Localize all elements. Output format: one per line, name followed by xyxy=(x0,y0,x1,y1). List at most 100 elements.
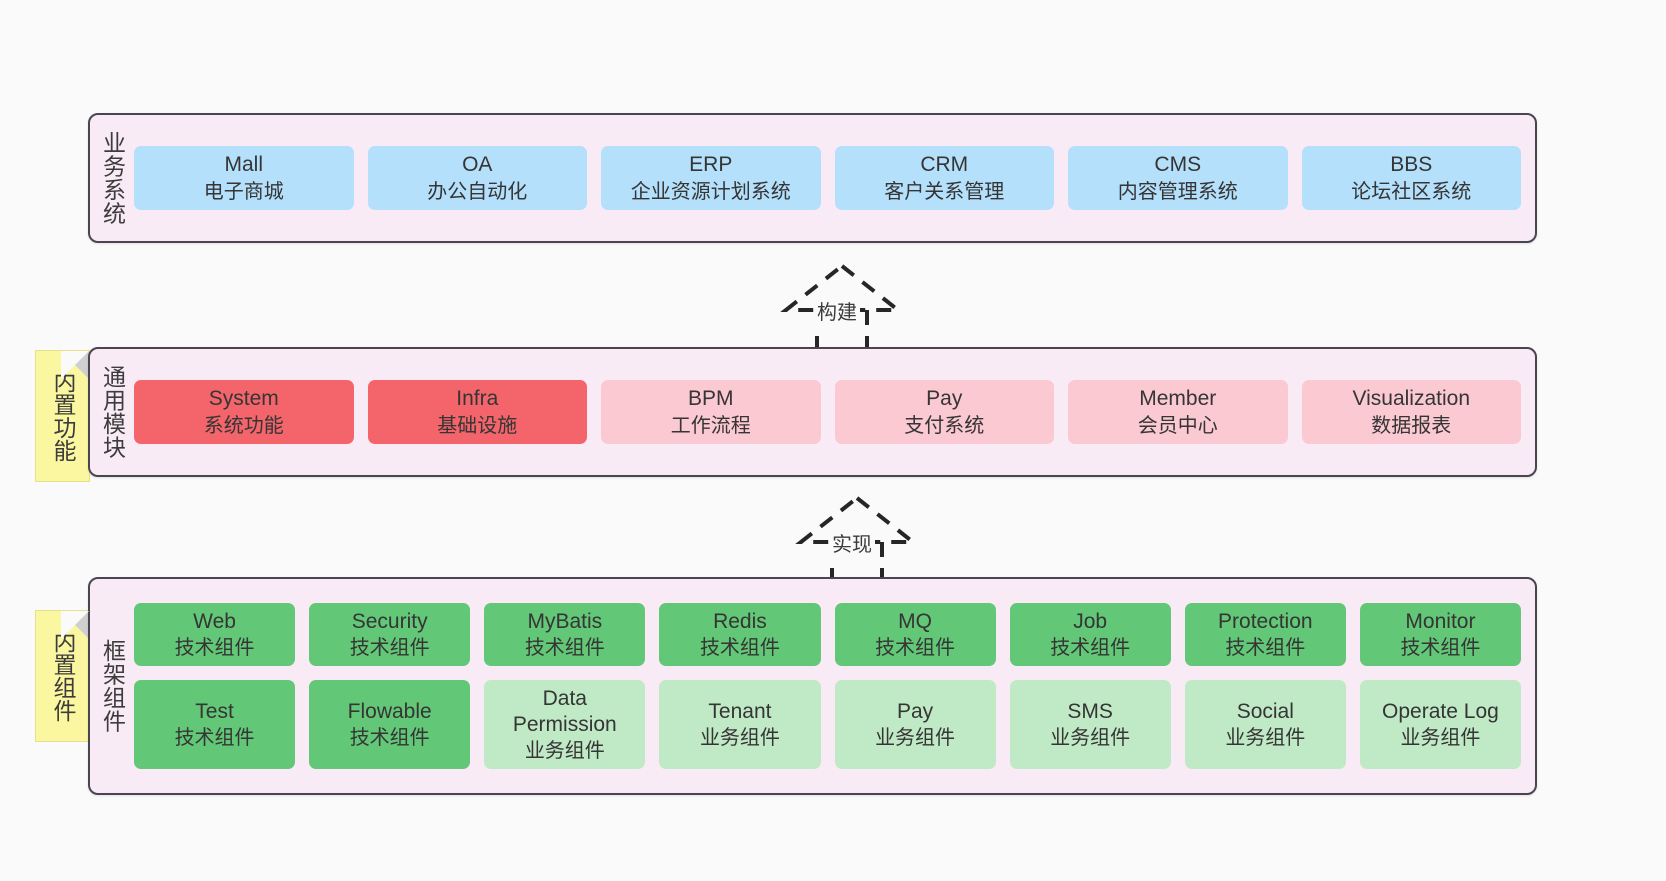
node-mybatis[interactable]: MyBatis 技术组件 xyxy=(484,603,646,667)
node-subtitle: 技术组件 xyxy=(349,637,430,660)
node-subtitle: 系统功能 xyxy=(203,414,284,437)
node-title: Tenant xyxy=(708,700,772,723)
node-security[interactable]: Security 技术组件 xyxy=(309,603,471,667)
connector-label-implement: 实现 xyxy=(829,528,875,557)
layer-common-modules: 通用模块 System 系统功能 Infra 基础设施 BPM 工作流程 Pay… xyxy=(88,347,1537,477)
node-infra[interactable]: Infra 基础设施 xyxy=(367,380,587,444)
node-subtitle: 业务组件 xyxy=(875,727,956,750)
node-subtitle: 技术组件 xyxy=(349,727,430,750)
node-subtitle: 技术组件 xyxy=(1225,637,1306,660)
node-subtitle: 办公自动化 xyxy=(427,180,528,203)
node-row: System 系统功能 Infra 基础设施 BPM 工作流程 Pay 支付系统… xyxy=(134,380,1521,444)
node-title: Protection xyxy=(1218,610,1313,634)
node-monitor[interactable]: Monitor 技术组件 xyxy=(1359,603,1521,667)
node-test[interactable]: Test 技术组件 xyxy=(134,680,296,769)
node-title: Visualization xyxy=(1352,387,1471,411)
node-title: Job xyxy=(1073,610,1108,634)
sticky-note-builtin-components: 内置组件 xyxy=(35,610,90,742)
node-title: MQ xyxy=(898,610,932,634)
node-subtitle: 数据报表 xyxy=(1371,414,1452,437)
sticky-note-builtin-functions: 内置功能 xyxy=(35,350,90,482)
sticky-note-label: 内置组件 xyxy=(49,630,76,722)
node-subtitle: 支付系统 xyxy=(904,414,985,437)
node-row: Web 技术组件 Security 技术组件 MyBatis 技术组件 Redi… xyxy=(134,603,1521,667)
node-subtitle: 技术组件 xyxy=(174,727,255,750)
node-title: Data Permission xyxy=(512,687,617,736)
node-title: OA xyxy=(462,153,493,177)
node-title: BPM xyxy=(687,387,734,411)
layer-title-business: 业务系统 xyxy=(99,131,126,225)
node-subtitle: 技术组件 xyxy=(1400,637,1481,660)
node-title: System xyxy=(208,387,279,411)
node-social[interactable]: Social 业务组件 xyxy=(1184,680,1346,769)
node-subtitle: 电子商城 xyxy=(203,180,284,203)
node-title: Pay xyxy=(926,387,963,411)
node-title: BBS xyxy=(1390,153,1433,177)
node-job[interactable]: Job 技术组件 xyxy=(1009,603,1171,667)
node-crm[interactable]: CRM 客户关系管理 xyxy=(834,146,1054,210)
arrowhead-triangle-icon xyxy=(780,263,904,312)
node-title: Redis xyxy=(713,610,767,634)
node-subtitle: 技术组件 xyxy=(875,637,956,660)
node-title: Test xyxy=(195,700,234,723)
node-subtitle: 业务组件 xyxy=(1225,727,1306,750)
layer-body-framework: Web 技术组件 Security 技术组件 MyBatis 技术组件 Redi… xyxy=(134,579,1535,793)
layer-title-common: 通用模块 xyxy=(99,365,126,459)
layer-business-systems: 业务系统 Mall 电子商城 OA 办公自动化 ERP 企业资源计划系统 CRM… xyxy=(88,113,1537,243)
node-redis[interactable]: Redis 技术组件 xyxy=(659,603,821,667)
node-operate-log[interactable]: Operate Log 业务组件 xyxy=(1359,680,1521,769)
node-title: Infra xyxy=(456,387,499,411)
node-subtitle: 技术组件 xyxy=(174,637,255,660)
node-title: Pay xyxy=(896,700,934,723)
node-title: CRM xyxy=(920,153,969,177)
node-title: Monitor xyxy=(1405,610,1476,634)
node-subtitle: 企业资源计划系统 xyxy=(630,180,791,203)
node-oa[interactable]: OA 办公自动化 xyxy=(367,146,587,210)
node-bbs[interactable]: BBS 论坛社区系统 xyxy=(1301,146,1521,210)
node-subtitle: 客户关系管理 xyxy=(884,180,1005,203)
node-title: Flowable xyxy=(347,700,432,723)
node-row: Test 技术组件 Flowable 技术组件 Data Permission … xyxy=(134,680,1521,769)
node-subtitle: 业务组件 xyxy=(1400,727,1481,750)
layer-framework-components: 框架组件 Web 技术组件 Security 技术组件 MyBatis 技术组件… xyxy=(88,577,1537,795)
node-pay[interactable]: Pay 支付系统 xyxy=(834,380,1054,444)
node-title: Security xyxy=(351,610,428,634)
node-sms[interactable]: SMS 业务组件 xyxy=(1009,680,1171,769)
node-data-permission[interactable]: Data Permission 业务组件 xyxy=(484,680,646,769)
node-bpm[interactable]: BPM 工作流程 xyxy=(601,380,821,444)
connector-build: 构建 xyxy=(755,258,925,350)
node-member[interactable]: Member 会员中心 xyxy=(1068,380,1288,444)
node-title: Social xyxy=(1236,700,1294,723)
node-subtitle: 业务组件 xyxy=(524,739,605,762)
node-pay-component[interactable]: Pay 业务组件 xyxy=(834,680,996,769)
connector-label-build: 构建 xyxy=(814,296,860,325)
node-subtitle: 工作流程 xyxy=(670,414,751,437)
node-title: ERP xyxy=(689,153,733,177)
node-subtitle: 会员中心 xyxy=(1137,414,1218,437)
layer-title-framework: 框架组件 xyxy=(99,639,126,733)
node-subtitle: 业务组件 xyxy=(699,727,780,750)
node-title: Member xyxy=(1139,387,1217,411)
node-flowable[interactable]: Flowable 技术组件 xyxy=(309,680,471,769)
node-subtitle: 技术组件 xyxy=(524,637,605,660)
node-mall[interactable]: Mall 电子商城 xyxy=(134,146,354,210)
node-title: MyBatis xyxy=(527,610,603,634)
node-mq[interactable]: MQ 技术组件 xyxy=(834,603,996,667)
layer-body-common: System 系统功能 Infra 基础设施 BPM 工作流程 Pay 支付系统… xyxy=(134,349,1535,475)
node-tenant[interactable]: Tenant 业务组件 xyxy=(659,680,821,769)
node-system[interactable]: System 系统功能 xyxy=(134,380,354,444)
node-cms[interactable]: CMS 内容管理系统 xyxy=(1068,146,1288,210)
node-subtitle: 业务组件 xyxy=(1050,727,1131,750)
node-title: Operate Log xyxy=(1382,700,1499,723)
node-subtitle: 技术组件 xyxy=(1050,637,1131,660)
node-title: Mall xyxy=(224,153,263,177)
node-subtitle: 基础设施 xyxy=(437,414,518,437)
node-protection[interactable]: Protection 技术组件 xyxy=(1184,603,1346,667)
node-subtitle: 技术组件 xyxy=(699,637,780,660)
node-title: Web xyxy=(193,610,236,634)
node-subtitle: 论坛社区系统 xyxy=(1351,180,1472,203)
node-visualization[interactable]: Visualization 数据报表 xyxy=(1301,380,1521,444)
node-web[interactable]: Web 技术组件 xyxy=(134,603,296,667)
layer-body-business: Mall 电子商城 OA 办公自动化 ERP 企业资源计划系统 CRM 客户关系… xyxy=(134,115,1535,241)
node-erp[interactable]: ERP 企业资源计划系统 xyxy=(601,146,821,210)
